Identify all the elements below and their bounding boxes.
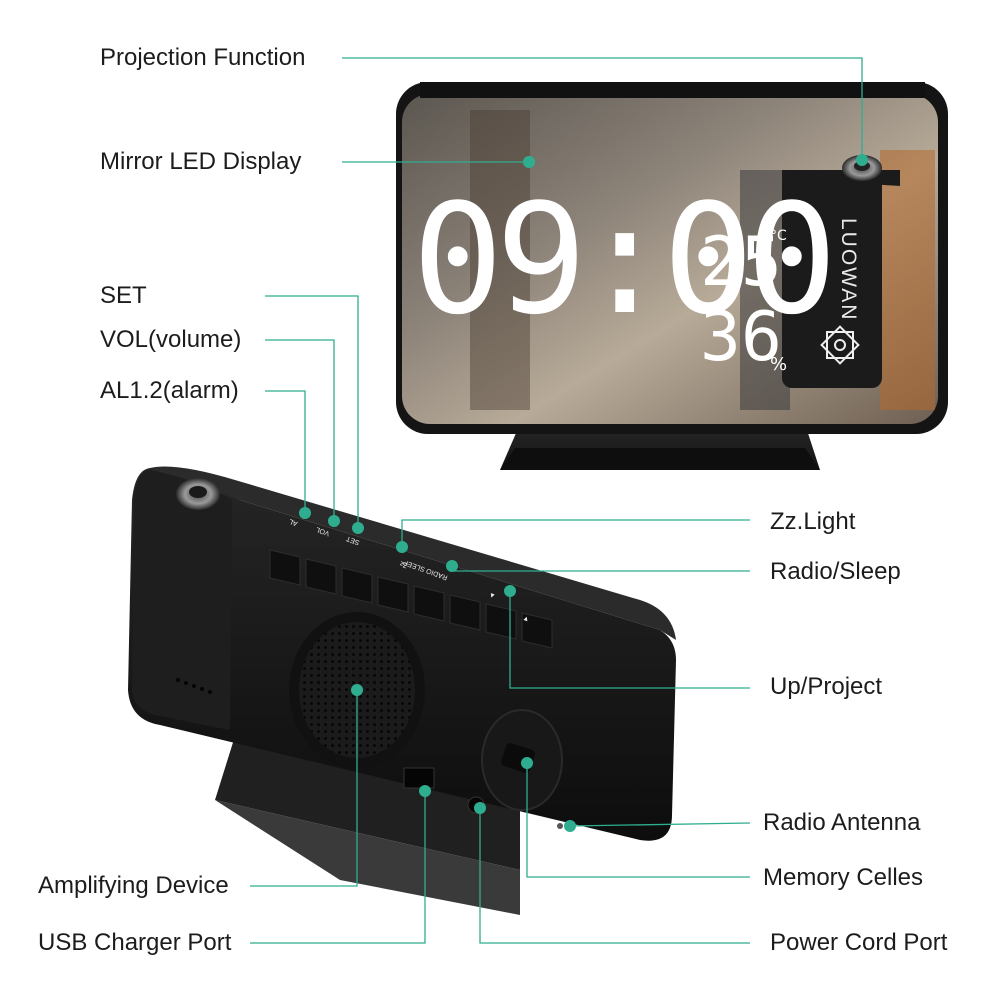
label-mirror-led-display: Mirror LED Display (100, 148, 302, 175)
reflection-door (880, 150, 935, 410)
label-vol-button: VOL(volume) (100, 326, 242, 353)
back-projector-housing (132, 470, 232, 730)
front-top-strip (420, 82, 925, 98)
label-projection-function: Projection Function (100, 44, 306, 71)
back-view-clock: AL VOL SET Zz RADIO SLEEP ▲ ▼ (128, 466, 676, 915)
label-radio-antenna: Radio Antenna (763, 809, 921, 836)
projector-housing (782, 170, 882, 388)
label-al-button: AL1.2(alarm) (100, 377, 239, 404)
callout-lines (250, 57, 863, 944)
humidity-unit: % (770, 354, 787, 375)
label-amplifying-device: Amplifying Device (38, 872, 229, 899)
usb-port (403, 767, 435, 789)
label-radio-sleep: Radio/Sleep (770, 558, 901, 585)
temperature-unit: °C (770, 228, 787, 244)
brand-logo (820, 325, 860, 365)
back-projector-lens-center (189, 486, 207, 498)
back-top-edge (150, 466, 676, 640)
label-up-project: Up/Project (770, 673, 883, 700)
button-row (269, 549, 553, 649)
vent-holes (176, 678, 212, 694)
front-stand-base (500, 448, 820, 470)
label-down: ▼ (522, 614, 531, 623)
label-zz: Zz (399, 559, 409, 568)
label-vol: VOL (315, 525, 331, 536)
reflection-coat (740, 170, 790, 410)
label-set: SET (345, 534, 361, 545)
label-power-cord-port: Power Cord Port (770, 929, 948, 956)
antenna-hole (557, 823, 563, 829)
label-zz-light: Zz.Light (770, 508, 856, 535)
label-up: ▲ (488, 591, 497, 600)
label-set-button: SET (100, 282, 147, 309)
back-stand-base (215, 800, 520, 915)
humidity-display: 36 (700, 298, 782, 377)
front-view-clock: LUOWAN 09:00 25 °C 36 % (396, 82, 948, 470)
label-al: AL (288, 517, 299, 527)
temperature-display: 25 (700, 223, 782, 302)
reflection-shelf (470, 110, 530, 410)
callout-dots (299, 154, 868, 832)
label-usb-charger-port: USB Charger Port (38, 929, 232, 956)
time-display: 09:00 (412, 171, 830, 348)
brand-text: LUOWAN (837, 218, 860, 321)
label-memory-celles: Memory Celles (763, 864, 924, 891)
